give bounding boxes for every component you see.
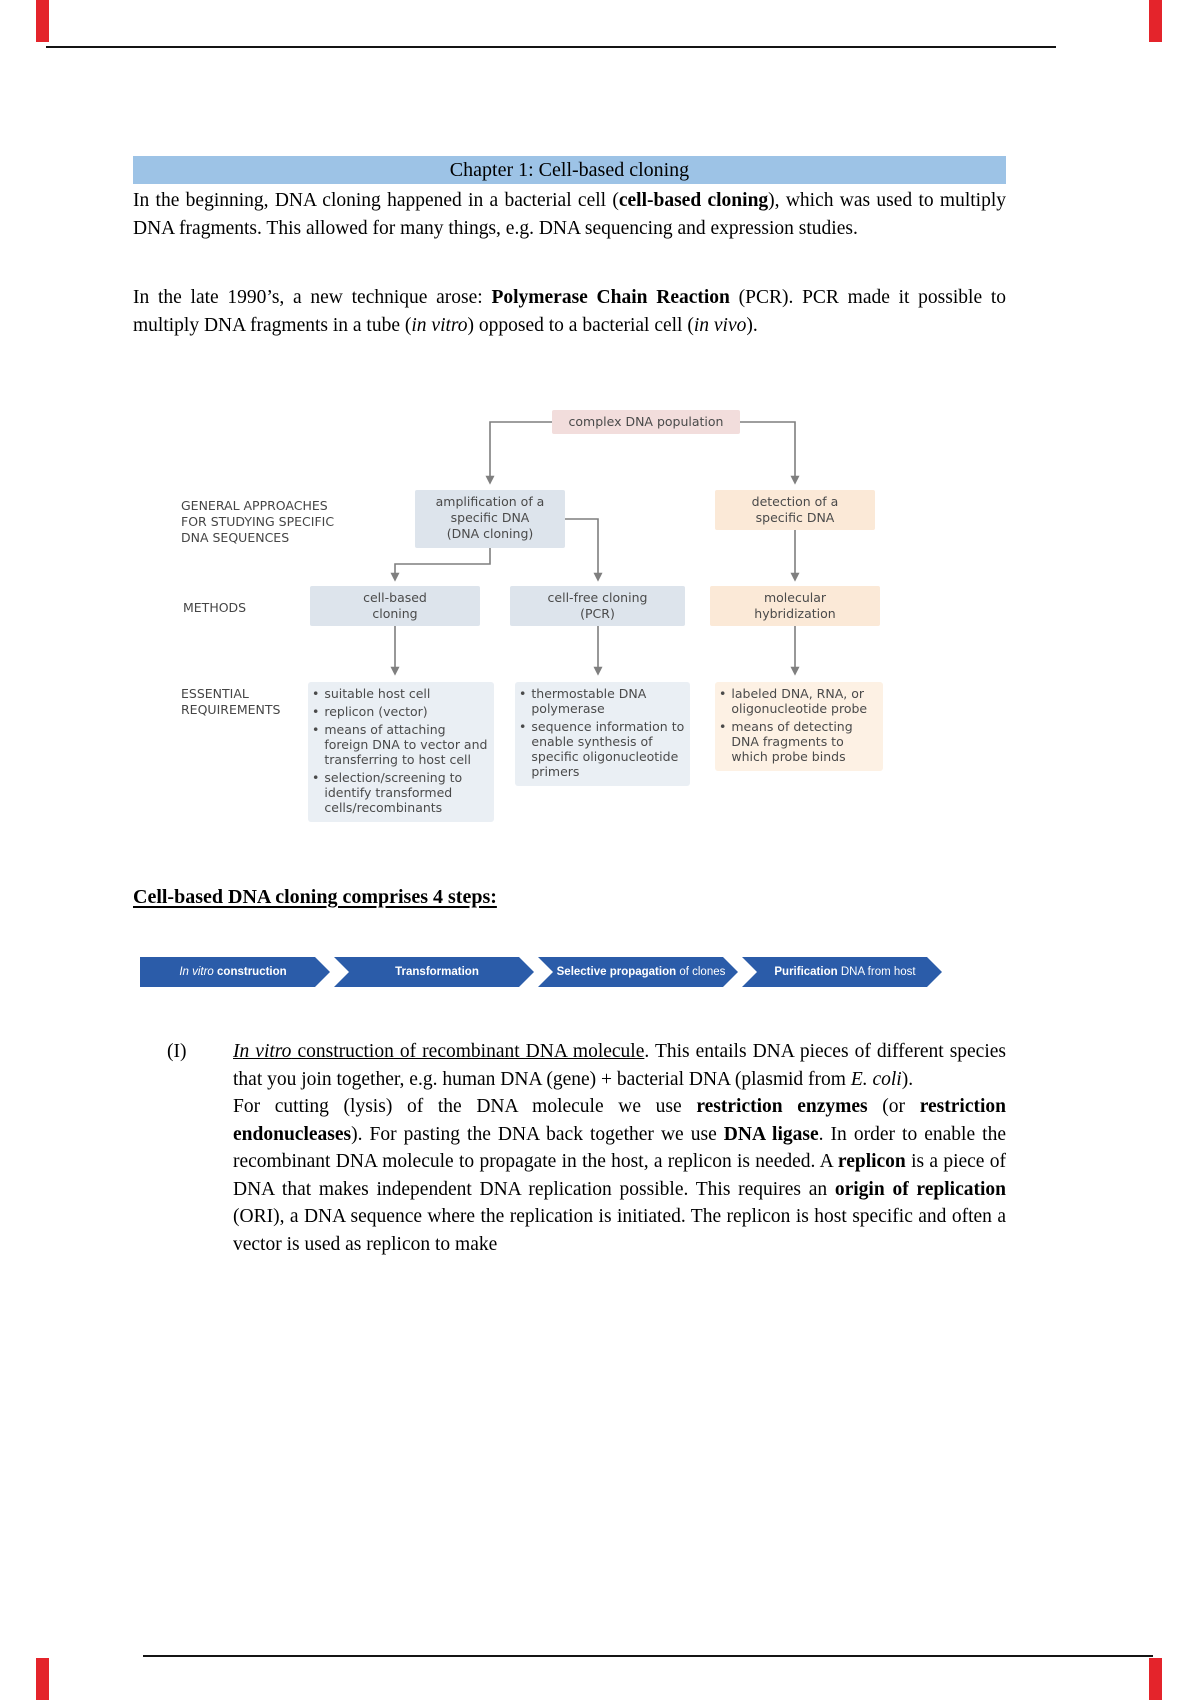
diagram-list-cell-free-requirements: •thermostable DNA polymerase •sequence i… [515,682,690,786]
item-text: In vitro construction of recombinant DNA… [233,1038,1006,1258]
bullet-icon: • [312,722,320,737]
bullet-icon: • [719,686,727,701]
diagram-box-cell-based-cloning: cell-based cloning [310,586,480,626]
list-item: •suitable host cell [312,686,431,701]
bullet-icon: • [312,686,320,701]
diagram-label-methods: METHODS [183,600,247,615]
red-corner-accent-bottom-left [36,1658,49,1700]
bullet-icon: • [719,719,727,734]
list-item: •means of detecting DNA fragments to whi… [719,719,853,764]
step-chevron-transformation: Transformation [334,957,534,987]
diagram-arrows [390,421,800,676]
diagram-box-cell-free-cloning: cell-free cloning (PCR) [510,586,685,626]
step-chevron-in-vitro-construction: In vitro construction [140,957,330,987]
numbered-item-1: (I) In vitro construction of recombinant… [133,1038,1006,1258]
four-steps-process-bar: In vitro construction Transformation Sel… [140,957,942,987]
diagram-label-general-approaches: GENERAL APPROACHES FOR STUDYING SPECIFIC… [181,498,335,545]
step-chevron-selective-propagation: Selective propagation of clones [538,957,738,987]
step-chevron-purification: Purification DNA from host [742,957,942,987]
list-item: •means of attaching foreign DNA to vecto… [312,722,488,767]
diagram-box-complex-dna-population: complex DNA population [552,410,740,434]
list-item: •selection/screening to identify transfo… [312,770,463,815]
diagram-label-essential-requirements: ESSENTIAL REQUIREMENTS [181,686,281,717]
diagram-box-label: complex DNA population [568,414,724,429]
red-corner-accent-top-right [1149,0,1162,42]
top-rule [46,46,1056,48]
cloning-approaches-diagram: complex DNA population GENERAL APPROACHE… [170,398,910,863]
list-item: •sequence information to enable synthesi… [519,719,685,779]
list-item: •labeled DNA, RNA, or oligonucleotide pr… [719,686,868,716]
diagram-box-molecular-hybridization: molecular hybridization [710,586,880,626]
item-paragraph-2: For cutting (lysis) of the DNA molecule … [233,1096,1007,1255]
list-item: •replicon (vector) [312,704,428,719]
red-corner-accent-bottom-right [1149,1658,1162,1700]
bullet-icon: • [519,686,527,701]
bottom-rule [143,1655,1153,1657]
diagram-box-amplification: amplification of a specific DNA (DNA clo… [415,490,565,548]
chapter-title-bar: Chapter 1: Cell-based cloning [133,156,1006,184]
intro-paragraph-2: In the late 1990’s, a new technique aros… [133,287,1006,336]
list-item: •thermostable DNA polymerase [519,686,647,716]
chapter-title: Chapter 1: Cell-based cloning [449,159,690,181]
steps-heading: Cell-based DNA cloning comprises 4 steps… [133,886,497,908]
intro-paragraph-1: In the beginning, DNA cloning happened i… [133,190,1007,239]
red-corner-accent-top-left [36,0,49,42]
bullet-icon: • [312,770,320,785]
bullet-icon: • [519,719,527,734]
diagram-list-cell-based-requirements: •suitable host cell •replicon (vector) •… [308,682,494,822]
item-paragraph-1: In vitro construction of recombinant DNA… [233,1041,1006,1090]
diagram-box-detection: detection of a specific DNA [715,490,875,530]
item-marker: (I) [167,1041,187,1062]
bullet-icon: • [312,704,320,719]
diagram-list-hybridization-requirements: •labeled DNA, RNA, or oligonucleotide pr… [715,682,883,771]
